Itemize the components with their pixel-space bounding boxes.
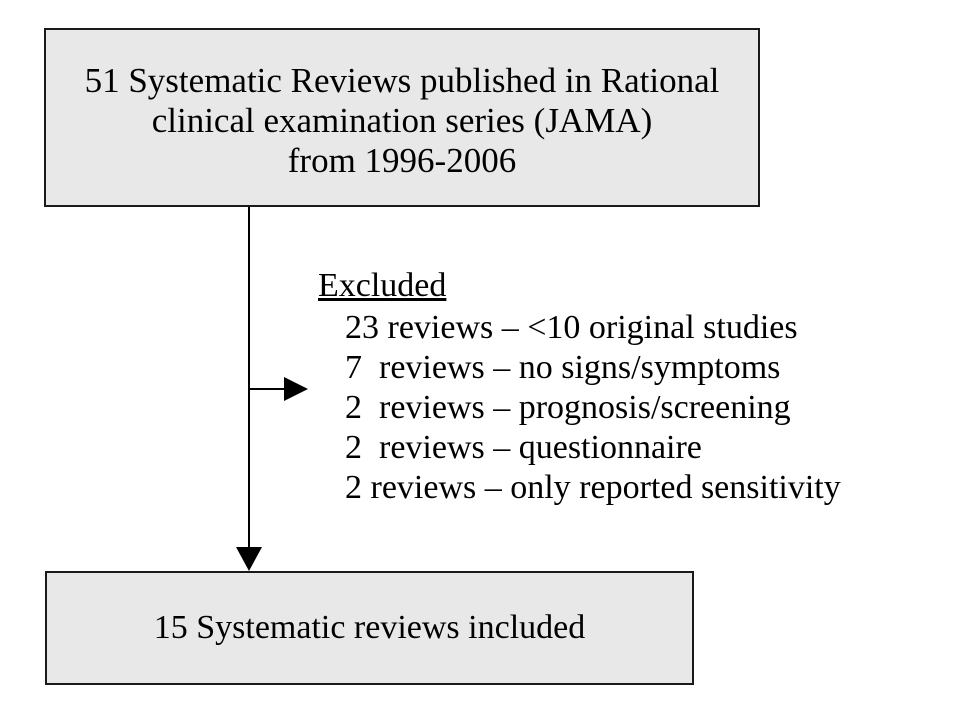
- excluded-item: 7 reviews – no signs/symptoms: [345, 349, 781, 386]
- excluded-item: 2 reviews – only reported sensitivity: [345, 469, 841, 506]
- source-reviews-line-3: from 1996-2006: [287, 140, 517, 180]
- branch-connector-line: [249, 388, 285, 390]
- included-reviews-label: 15 Systematic reviews included: [153, 609, 586, 646]
- excluded-list-block: Excluded 23 reviews – <10 original studi…: [318, 266, 841, 508]
- vertical-connector-line: [248, 207, 250, 552]
- excluded-item: 2 reviews – prognosis/screening: [345, 389, 791, 426]
- source-reviews-box: 51 Systematic Reviews published in Ratio…: [44, 28, 760, 207]
- excluded-heading: Excluded: [318, 267, 447, 304]
- excluded-item: 23 reviews – <10 original studies: [345, 309, 798, 346]
- source-reviews-line-2: clinical examination series (JAMA): [151, 100, 653, 140]
- included-reviews-box: 15 Systematic reviews included: [45, 571, 694, 685]
- right-arrowhead-icon: [284, 377, 308, 401]
- excluded-item: 2 reviews – questionnaire: [345, 429, 702, 466]
- excluded-items: 23 reviews – <10 original studies 7 revi…: [345, 308, 841, 508]
- down-arrowhead-icon: [236, 547, 262, 571]
- source-reviews-line-1: 51 Systematic Reviews published in Ratio…: [84, 60, 720, 100]
